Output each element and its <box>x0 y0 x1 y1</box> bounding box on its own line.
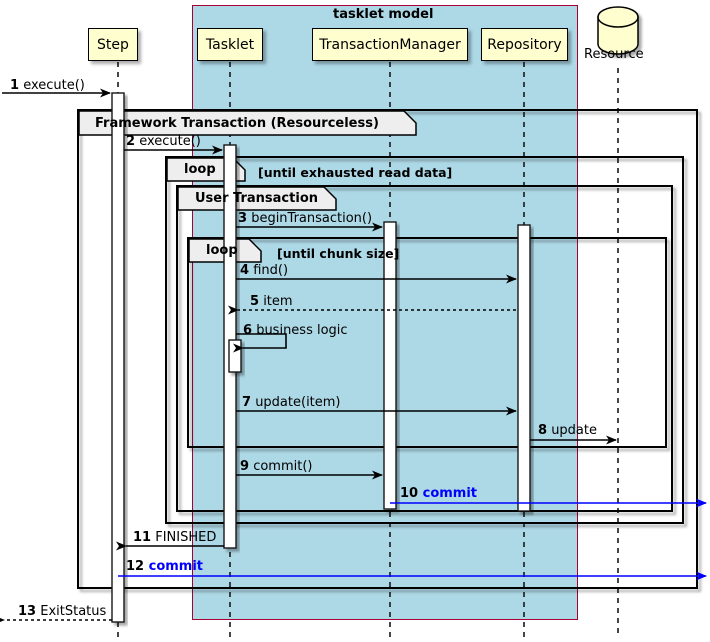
message-arrows <box>0 88 707 625</box>
message-12-number: 12 <box>126 559 145 574</box>
group-inner-loop-text: loop <box>206 243 238 258</box>
group-framework-transaction <box>77 109 698 589</box>
group-outer-loop-condition: [until exhausted read data] <box>258 165 453 180</box>
group-framework-transaction-text: Framework Transaction (Resourceless) <box>95 115 379 131</box>
message-6-number: 6 <box>243 323 253 338</box>
participant-transaction-manager[interactable]: TransactionManager <box>312 28 468 61</box>
group-inner-loop-label: loop <box>199 241 238 260</box>
package-title: tasklet model <box>333 7 434 22</box>
group-user-transaction-tab <box>177 186 337 211</box>
participant-repository[interactable]: Repository <box>481 28 568 61</box>
message-7-text: update(item) <box>255 395 341 410</box>
message-1-text: execute() <box>23 78 85 93</box>
message-13-text: ExitStatus <box>40 604 107 619</box>
arrow-6-business-logic <box>233 333 287 353</box>
message-8-text: update <box>551 423 597 438</box>
message-label-6: 6 business logic <box>243 323 348 338</box>
message-5-number: 5 <box>250 294 260 309</box>
message-label-13: 13 ExitStatus <box>18 604 106 619</box>
message-label-8: 8 update <box>538 423 597 438</box>
message-2-number: 2 <box>126 134 136 149</box>
message-1-number: 1 <box>10 78 20 93</box>
activation-bars <box>111 92 531 623</box>
message-4-text: find() <box>253 263 289 278</box>
message-5-text: item <box>263 294 293 309</box>
database-icon-resource <box>597 6 639 55</box>
message-6-text: business logic <box>256 323 348 338</box>
group-outer-loop-label: loop <box>177 160 216 179</box>
message-10-number: 10 <box>400 486 419 501</box>
message-label-9: 9 commit() <box>240 459 312 474</box>
group-inner-loop-condition: [until chunk size] <box>277 246 400 261</box>
group-inner-loop <box>187 237 667 448</box>
message-11-text: FINISHED <box>155 530 217 545</box>
activation-tasklet-self <box>228 339 242 373</box>
message-label-11: 11 FINISHED <box>133 530 216 545</box>
message-9-number: 9 <box>240 459 250 474</box>
message-10-text: commit <box>422 486 478 501</box>
group-framework-transaction-label: Framework Transaction (Resourceless) <box>88 113 379 133</box>
message-label-3: 3 beginTransaction() <box>238 211 372 226</box>
activation-step <box>111 92 125 623</box>
message-12-text: commit <box>148 559 204 574</box>
group-outer-loop <box>165 156 684 524</box>
message-8-number: 8 <box>538 423 548 438</box>
activation-txm <box>383 221 397 510</box>
group-framework-transaction-tab <box>78 110 417 136</box>
participant-tasklet[interactable]: Tasklet <box>197 28 263 61</box>
participant-resource-label: Resource <box>584 47 644 62</box>
message-label-5: 5 item <box>250 294 293 309</box>
message-9-text: commit() <box>253 459 313 474</box>
message-3-text: beginTransaction() <box>251 211 373 226</box>
message-4-number: 4 <box>240 263 250 278</box>
message-3-number: 3 <box>238 211 248 226</box>
participant-step[interactable]: Step <box>88 28 138 61</box>
message-label-4: 4 find() <box>240 263 288 278</box>
group-user-transaction <box>176 185 673 512</box>
message-label-2: 2 execute() <box>126 134 201 149</box>
participant-step-label: Step <box>97 36 129 53</box>
message-label-10: 10 commit <box>400 486 477 501</box>
group-user-transaction-label: User Transaction <box>188 189 318 208</box>
message-label-12: 12 commit <box>126 559 203 574</box>
message-label-1: 1 execute() <box>10 78 85 93</box>
message-label-7: 7 update(item) <box>242 395 341 410</box>
group-user-transaction-text: User Transaction <box>195 191 318 206</box>
group-outer-loop-text: loop <box>184 162 216 177</box>
message-2-text: execute() <box>139 134 201 149</box>
message-11-number: 11 <box>133 530 152 545</box>
message-13-number: 13 <box>18 604 37 619</box>
participant-transaction-manager-label: TransactionManager <box>319 36 461 53</box>
activation-repository <box>517 224 531 512</box>
message-7-number: 7 <box>242 395 252 410</box>
participant-repository-label: Repository <box>487 36 562 53</box>
participant-tasklet-label: Tasklet <box>205 36 255 53</box>
